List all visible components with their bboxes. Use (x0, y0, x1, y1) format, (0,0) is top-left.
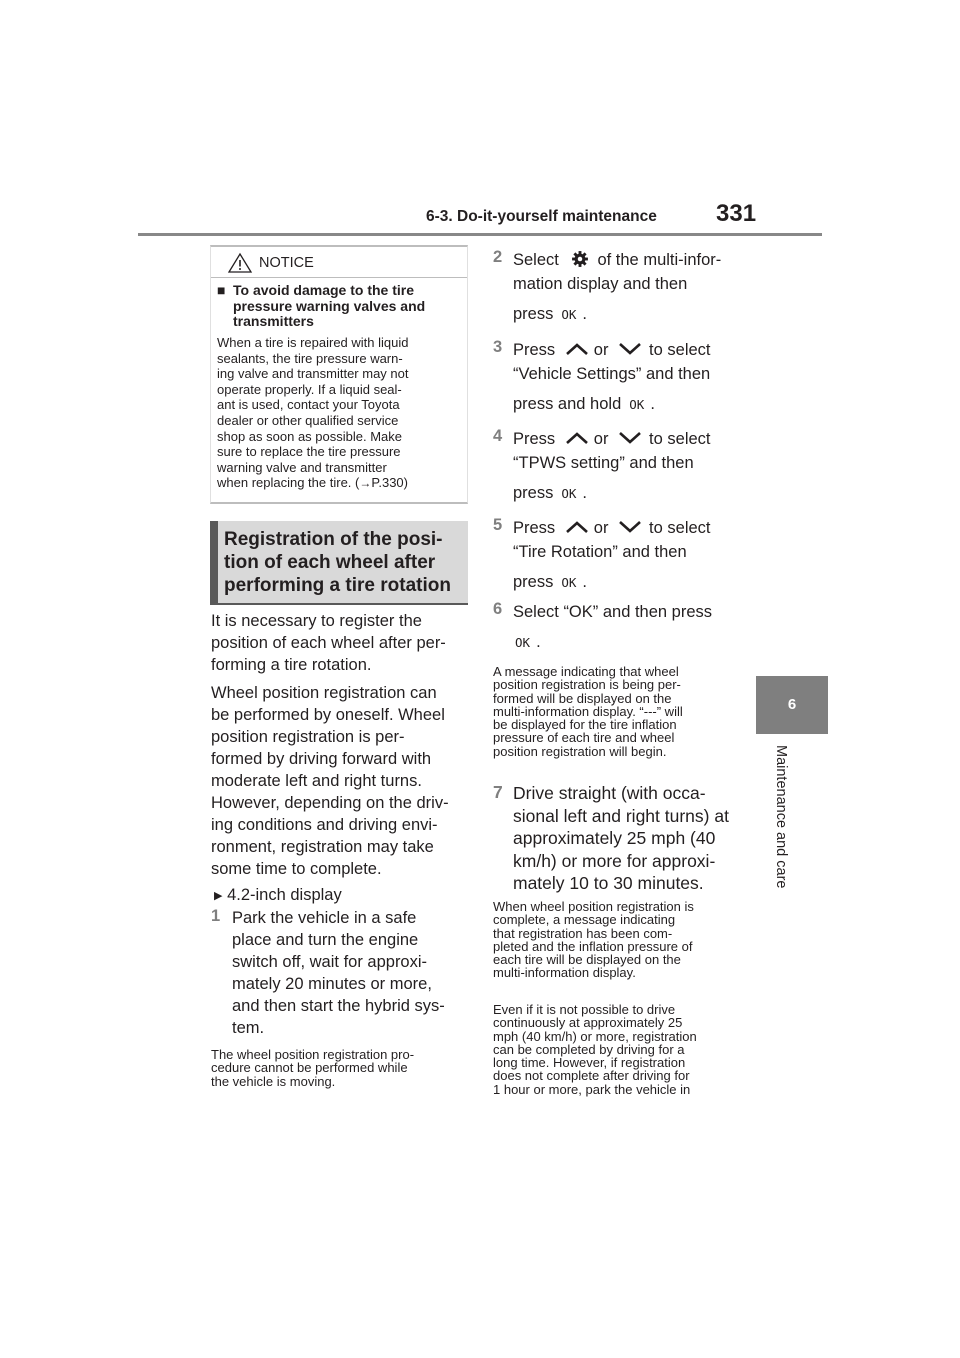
step-3-text: Press or to select “Vehicle Settings” an… (513, 338, 753, 417)
note-moving: The wheel position registration pro- ced… (211, 1047, 415, 1089)
intro-paragraph-1: It is necessary to register the position… (211, 612, 446, 674)
step-number: 6 (493, 600, 503, 618)
chevron-up-icon (565, 342, 588, 355)
notice-box: NOTICE ■ To avoid damage to the tire pre… (210, 245, 468, 504)
page-number: 331 (716, 200, 757, 227)
step-1-text: Park the vehicle in a safe place and tur… (232, 909, 445, 1037)
intro-paragraph-2: Wheel position registration can be perfo… (211, 684, 449, 878)
ok-button-icon: OK (561, 486, 577, 501)
step-number: 4 (493, 427, 503, 445)
chevron-up-icon (565, 431, 588, 444)
notice-header: NOTICE (211, 247, 467, 278)
step-number: 3 (493, 338, 503, 356)
section-heading: Registration of the posi- tion of each w… (210, 521, 468, 605)
step-7-text: Drive straight (with occa- sional left a… (513, 783, 729, 893)
chevron-up-icon (565, 520, 588, 533)
notice-subtitle: ■ To avoid damage to the tire pressure w… (217, 282, 426, 329)
section-header: 6-3. Do-it-yourself maintenance (426, 208, 657, 225)
step-number: 1 (211, 907, 221, 925)
step-5-text: Press or to select “Tire Rotation” and t… (513, 516, 753, 595)
note-long-drive: Even if it is not possible to drive cont… (493, 1002, 697, 1097)
display-type-item: ▶︎ 4.2-inch display (214, 886, 342, 904)
warning-triangle-icon (227, 252, 253, 273)
notice-title: NOTICE (259, 255, 314, 271)
note-registration-complete: When wheel position registration is comp… (493, 899, 694, 981)
header-rule (138, 233, 822, 236)
chapter-tab: 6 (756, 676, 828, 734)
page-reference-link[interactable]: P.330) (371, 475, 408, 491)
note-registration-start: A message indicating that wheel position… (493, 664, 683, 759)
chapter-title: Maintenance and care (773, 745, 789, 889)
ok-button-icon: OK (629, 397, 645, 412)
step-2-text: Select of the multi-infor- mation displa… (513, 248, 753, 327)
step-number: 2 (493, 248, 503, 266)
heading-underline (210, 603, 468, 605)
step-4-text: Press or to select “TPWS setting” and th… (513, 427, 753, 506)
notice-body: When a tire is repaired with liquid seal… (217, 335, 409, 491)
step-6-text: Select “OK” and then press OK. (513, 600, 753, 655)
reference-arrow-icon: → (359, 476, 372, 491)
ok-button-icon: OK (561, 575, 577, 590)
step-number: 7 (493, 782, 503, 802)
heading-accent-bar (210, 521, 218, 603)
triangle-bullet-icon: ▶︎ (214, 890, 223, 902)
gear-icon (572, 250, 589, 267)
ok-button-icon: OK (561, 307, 577, 322)
chevron-down-icon (619, 520, 641, 533)
step-number: 5 (493, 516, 503, 534)
bullet-square-icon: ■ (217, 282, 226, 298)
chevron-down-icon (619, 342, 641, 355)
ok-button-icon: OK (515, 635, 531, 650)
chevron-down-icon (619, 431, 641, 444)
